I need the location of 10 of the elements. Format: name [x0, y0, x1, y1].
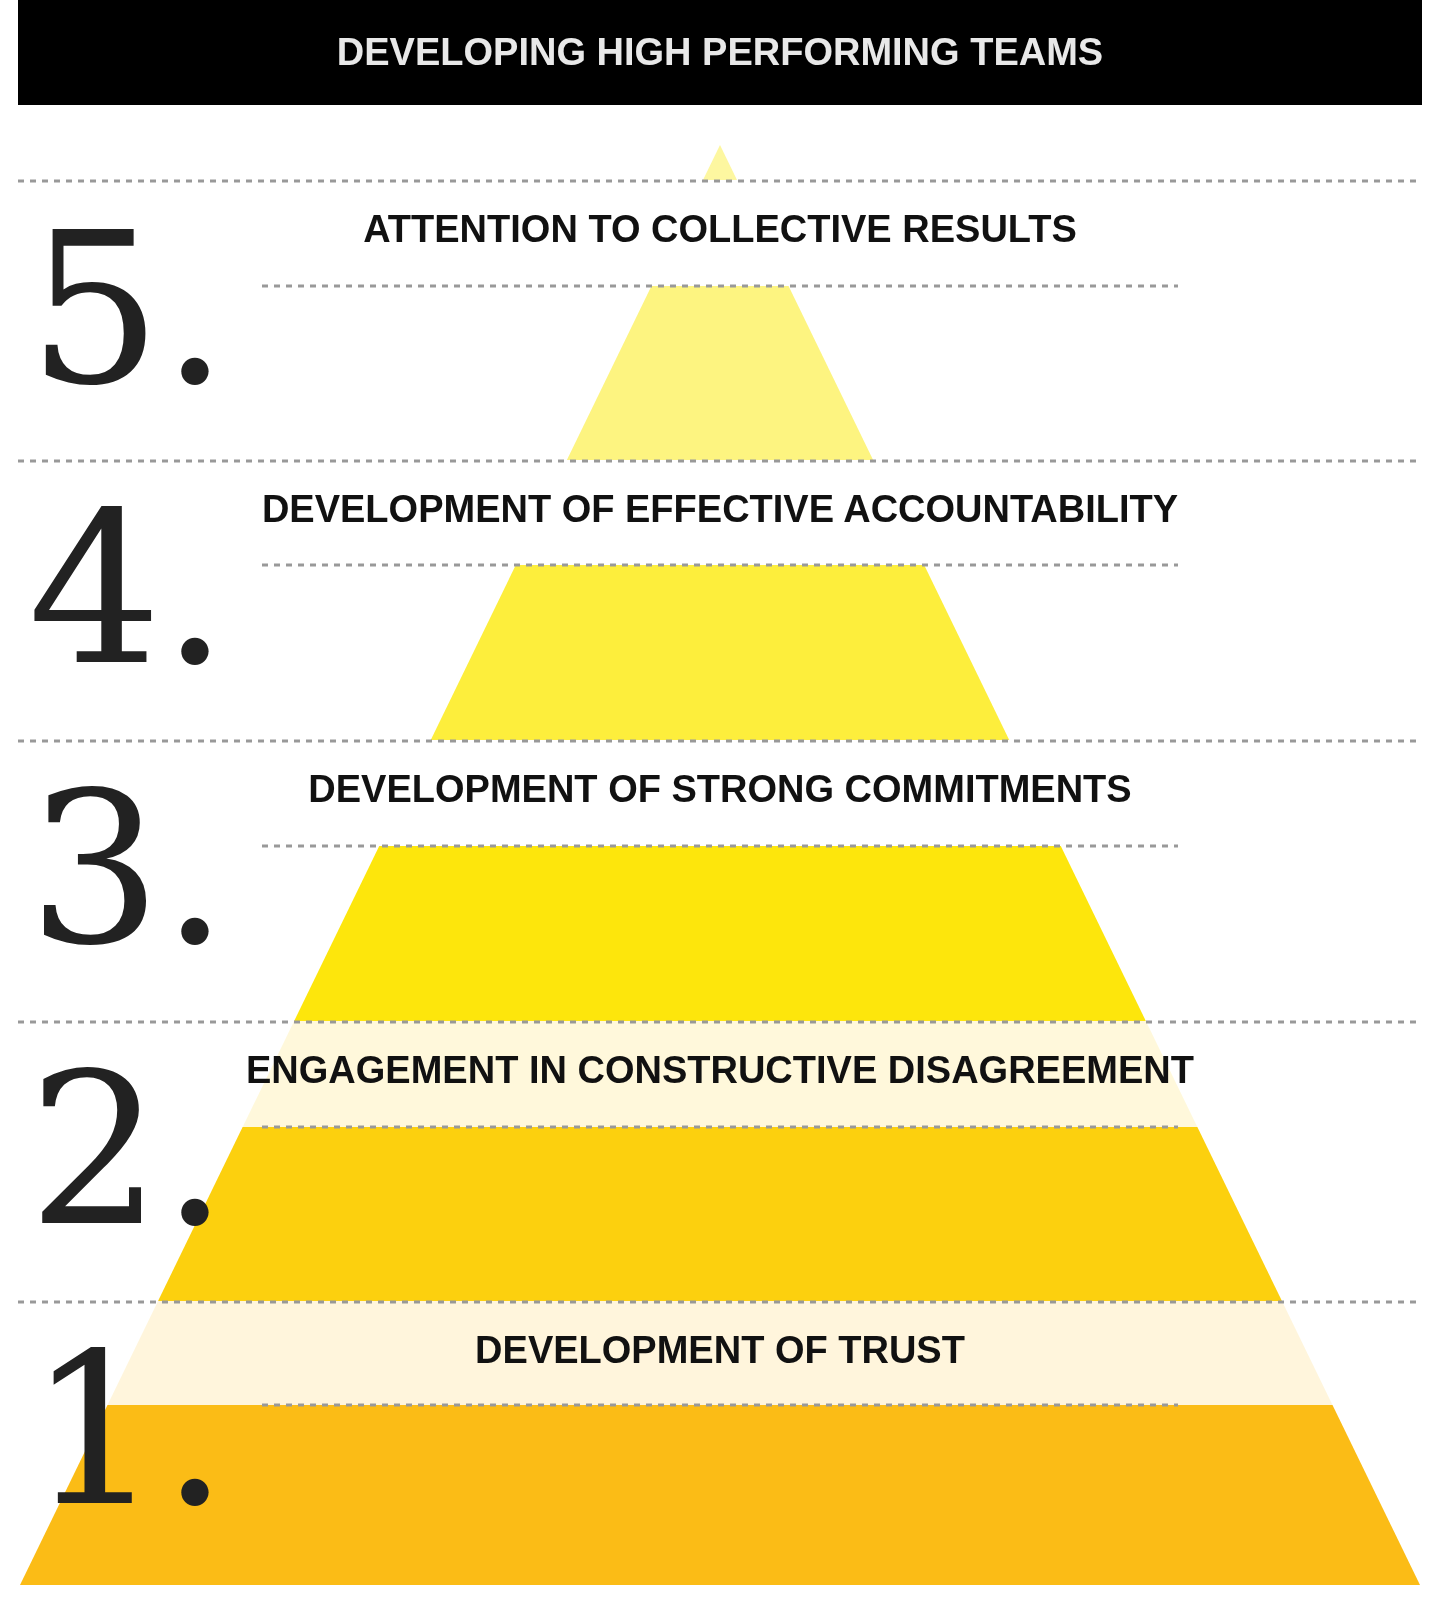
level-title: DEVELOPMENT OF EFFECTIVE ACCOUNTABILITY: [261, 488, 1179, 531]
level-title: DEVELOPMENT OF TRUST: [475, 1329, 965, 1372]
level-title: ATTENTION TO COLLECTIVE RESULTS: [363, 208, 1077, 251]
level-title: DEVELOPMENT OF STRONG COMMITMENTS: [308, 768, 1132, 811]
level-number: 4.: [28, 485, 229, 695]
level-number: 2.: [28, 1046, 229, 1256]
level-title: ENGAGEMENT IN CONSTRUCTIVE DISAGREEMENT: [246, 1049, 1194, 1092]
level-number: 3.: [28, 765, 229, 975]
title: DEVELOPING HIGH PERFORMING TEAMS: [336, 31, 1104, 74]
level-number: 5.: [28, 205, 229, 415]
